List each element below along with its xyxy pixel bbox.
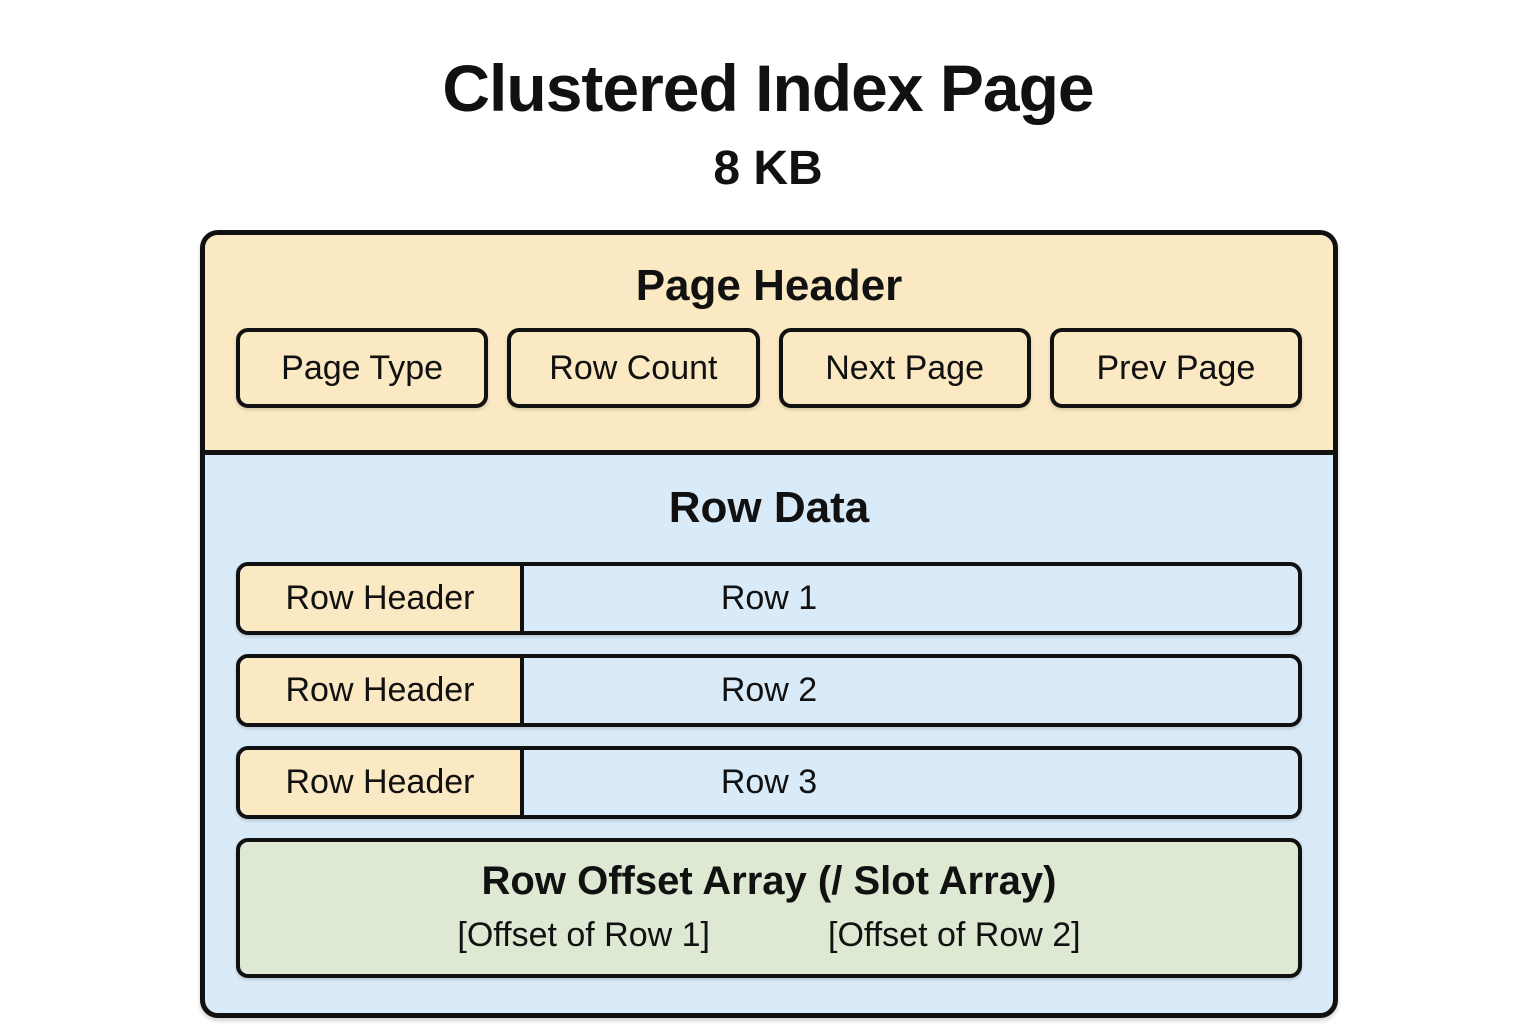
row-offset-array-title: Row Offset Array (/ Slot Array) [481,859,1057,903]
offset-of-row-2: [Offset of Row 2] [828,916,1081,954]
row-2-label: Row 2 [720,671,818,709]
diagram-title: Clustered Index Page [442,51,1094,125]
row-3-header-cell: Row Header [240,750,524,815]
row-3-box: Row 3 Row Header [236,746,1302,819]
page-header-fields: Page Type Row Count Next Page Prev Page [236,328,1302,408]
row-data-title: Row Data [668,483,870,532]
field-prev-page: Prev Page [1049,328,1302,408]
row-offset-array-box: Row Offset Array (/ Slot Array) [Offset … [236,838,1302,978]
row-2-header-cell: Row Header [240,658,524,723]
row-offset-list: [Offset of Row 1] [Offset of Row 2] [240,916,1298,955]
offset-of-row-1: [Offset of Row 1] [457,916,710,954]
row-3-label: Row 3 [720,763,818,801]
field-next-page: Next Page [778,328,1031,408]
row-1-header-cell: Row Header [240,566,524,631]
row-data-section: Row Data Row 1 Row Header Row 2 Row Head… [205,455,1333,978]
row-2-box: Row 2 Row Header [236,654,1302,727]
field-page-type: Page Type [236,328,489,408]
clustered-index-page-box: Page Header Page Type Row Count Next Pag… [200,230,1338,1018]
field-row-count: Row Count [507,328,760,408]
page-header-title: Page Header [635,261,903,310]
diagram-subtitle: 8 KB [713,142,823,195]
row-1-label: Row 1 [720,579,818,617]
page-header-section: Page Header Page Type Row Count Next Pag… [205,235,1333,455]
row-1-box: Row 1 Row Header [236,562,1302,635]
